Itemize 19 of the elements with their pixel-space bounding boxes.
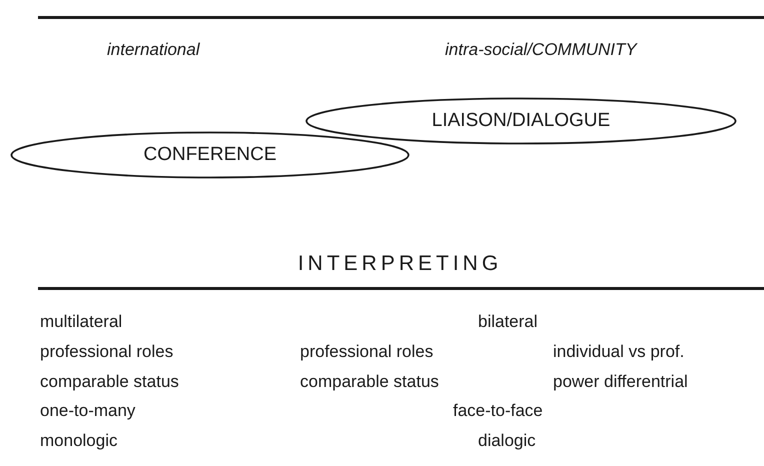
attribute-text: comparable status: [40, 371, 179, 393]
ellipse-node: [10, 131, 410, 179]
attribute-text: comparable status: [300, 371, 439, 393]
heading: INTERPRETING: [296, 251, 504, 277]
ellipse-node: [305, 97, 737, 145]
attribute-text: power differentrial: [553, 371, 688, 393]
node-label: LIAISON/DIALOGUE: [432, 108, 610, 133]
attribute-text: face-to-face: [453, 400, 543, 422]
attribute-text: one-to-many: [40, 400, 136, 422]
attribute-text: individual vs prof.: [553, 341, 684, 363]
attribute-text: professional roles: [40, 341, 174, 363]
column-heading: international: [107, 39, 200, 61]
attribute-text: professional roles: [300, 341, 434, 363]
attribute-text: multilateral: [40, 311, 122, 333]
node-label: CONFERENCE: [143, 142, 276, 167]
attribute-text: dialogic: [478, 430, 536, 452]
column-heading: intra-social/COMMUNITY: [445, 39, 637, 61]
attribute-text: bilateral: [478, 311, 538, 333]
attribute-text: monologic: [40, 430, 118, 452]
